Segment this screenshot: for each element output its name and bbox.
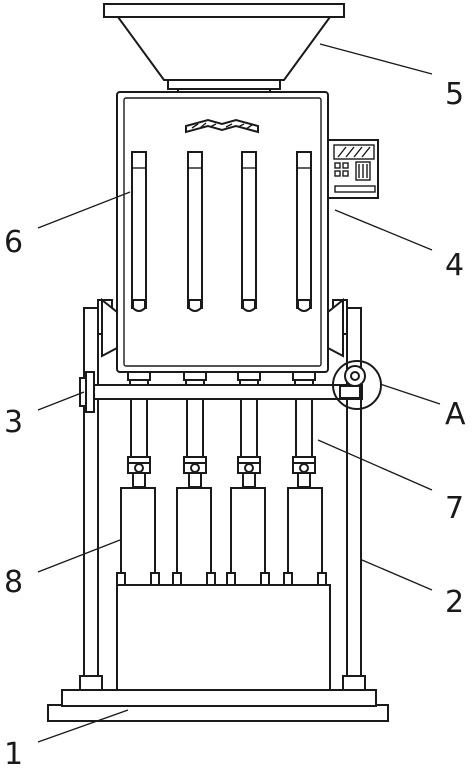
lower-tube-4 <box>292 398 316 488</box>
main-box <box>116 91 329 373</box>
callout-label-5: 5 <box>445 77 464 112</box>
control-panel <box>327 139 379 199</box>
internal-tube-4 <box>296 151 312 312</box>
lower-tube-1 <box>127 398 151 488</box>
callout-label-3: 3 <box>4 405 23 440</box>
side-knob <box>79 371 95 413</box>
distributor-wedge <box>185 118 259 134</box>
container-1 <box>116 487 160 586</box>
outlet-flanges <box>127 371 316 386</box>
internal-tube-1 <box>131 151 147 312</box>
internal-tube-3 <box>241 151 257 312</box>
box-hinges <box>101 297 344 358</box>
callout-label-a: A <box>445 397 466 432</box>
lower-tube-3 <box>237 398 261 488</box>
container-2 <box>172 487 216 586</box>
detail-circle-a <box>332 360 382 410</box>
base-plate <box>47 689 389 722</box>
lower-tube-2 <box>183 398 207 488</box>
leader-lines <box>37 43 441 743</box>
container-4 <box>283 487 327 586</box>
callout-label-7: 7 <box>445 491 464 526</box>
callout-label-6: 6 <box>4 225 23 260</box>
collection-tank <box>116 584 331 691</box>
internal-tube-2 <box>187 151 203 312</box>
cross-beam <box>91 384 363 400</box>
callout-label-2: 2 <box>445 585 464 620</box>
container-3 <box>226 487 270 586</box>
callout-label-8: 8 <box>4 565 23 600</box>
feed-hopper <box>103 3 345 98</box>
callout-label-1: 1 <box>4 737 23 772</box>
callout-label-4: 4 <box>445 248 464 283</box>
